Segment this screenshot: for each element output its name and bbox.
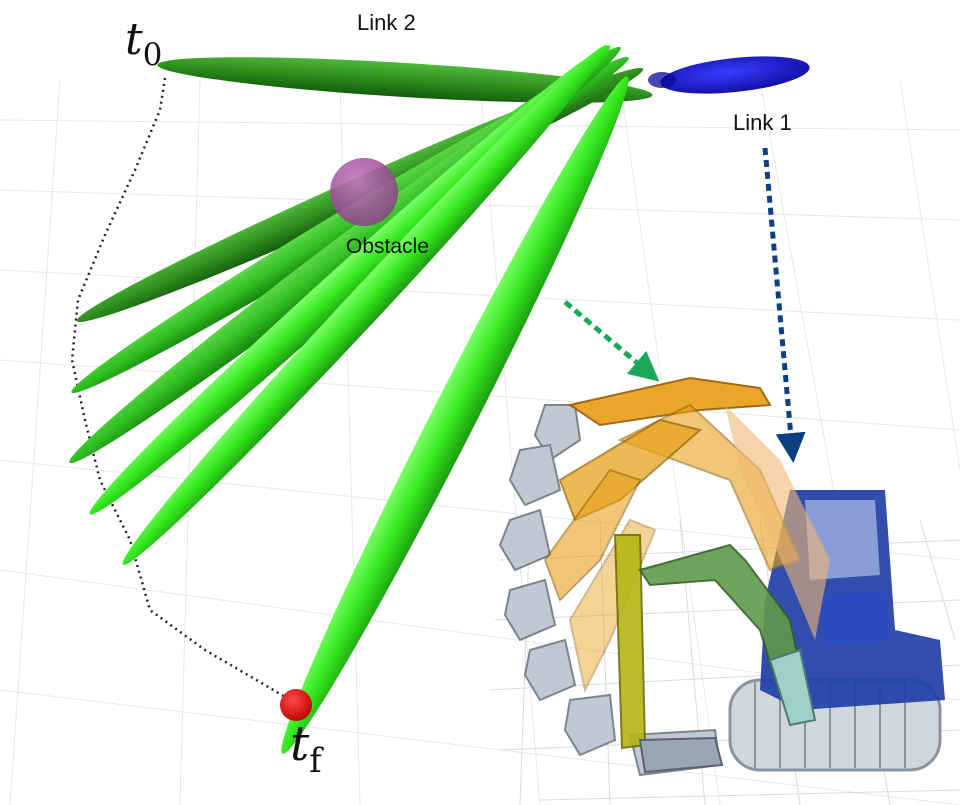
t0-subscript: 0 xyxy=(142,36,163,73)
link1-ellipsoid xyxy=(660,56,810,94)
link2-pose-t0 xyxy=(157,57,653,103)
tf-subscript: f xyxy=(309,740,322,780)
excavator-illustration xyxy=(489,376,960,805)
link2-pose-tf xyxy=(281,76,629,754)
t0-base: t xyxy=(125,14,143,65)
joint-marker xyxy=(648,72,676,88)
link1-label: Link 1 xyxy=(733,110,792,135)
tf-label: tf xyxy=(290,720,322,777)
endpoint-marker xyxy=(280,689,312,721)
link2-label: Link 2 xyxy=(357,10,416,35)
obstacle-sphere xyxy=(330,158,398,226)
obstacle-label: Obstacle xyxy=(346,235,429,258)
link2-pose-6 xyxy=(122,45,608,565)
t0-label: t0 xyxy=(125,18,162,71)
arrow-to-excavator-stick xyxy=(563,300,660,382)
arrow-to-excavator-boom xyxy=(762,147,806,463)
trajectory-path xyxy=(70,77,291,702)
tf-base: t xyxy=(290,716,310,772)
